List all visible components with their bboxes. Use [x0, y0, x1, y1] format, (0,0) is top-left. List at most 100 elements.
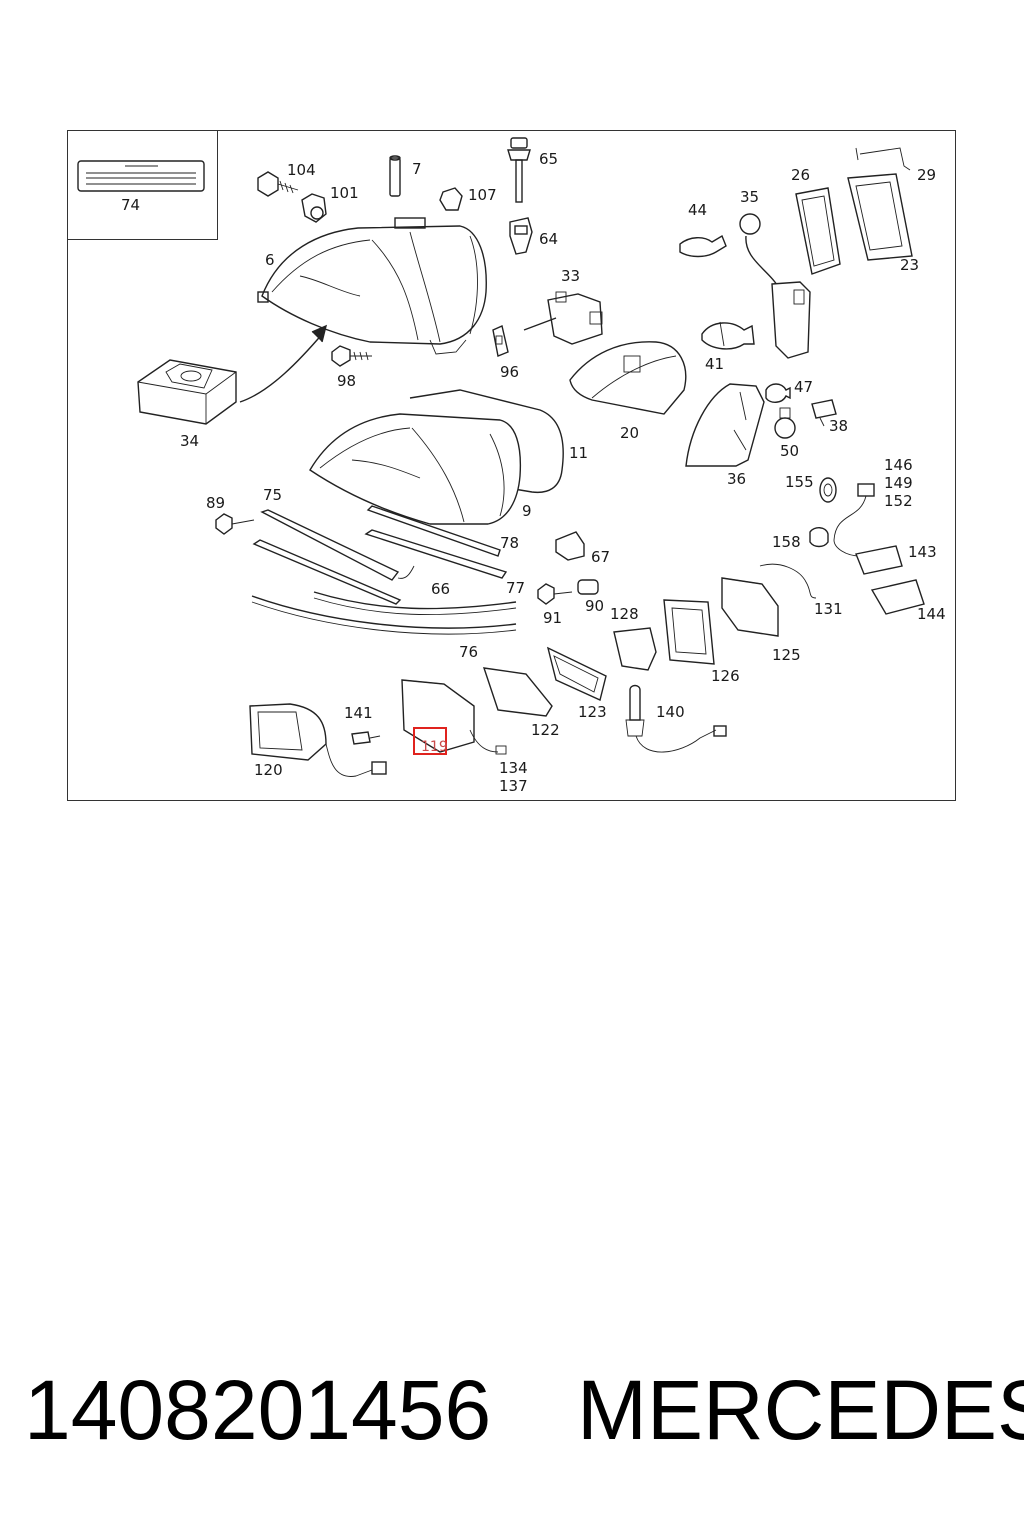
- callout-141: 141: [344, 704, 373, 722]
- callout-98: 98: [337, 372, 357, 390]
- part-23-housing: [847, 173, 913, 261]
- part-90-clip: [577, 579, 599, 595]
- callout-33: 33: [561, 267, 581, 285]
- callout-158: 158: [772, 533, 801, 551]
- callout-89: 89: [206, 494, 226, 512]
- part-140-bulb: [625, 684, 727, 753]
- callout-143: 143: [908, 543, 937, 561]
- part-125-fog-housing: [721, 577, 779, 637]
- part-120-fog-lamp: [249, 703, 387, 777]
- callout-120: 120: [254, 761, 283, 779]
- part-65-bolt: [507, 137, 531, 203]
- part-146-socket: [833, 483, 875, 557]
- callout-23: 23: [900, 256, 920, 274]
- part-126-frame: [663, 599, 715, 665]
- callout-36: 36: [727, 470, 747, 488]
- part-123-gasket: [546, 646, 607, 701]
- part-34-control-unit: [137, 359, 237, 425]
- inset-label-box: [67, 130, 218, 240]
- callout-44: 44: [688, 201, 708, 219]
- callout-20: 20: [620, 424, 640, 442]
- part-131-wire: [759, 563, 817, 599]
- part-64-spacer: [509, 217, 533, 255]
- part-128-cover: [613, 627, 657, 671]
- part-44-bulb: [679, 234, 727, 258]
- part-76-trim-strip: [251, 595, 517, 635]
- callout-9: 9: [522, 502, 532, 520]
- part-155-grommet: [819, 477, 837, 503]
- callout-152: 152: [884, 492, 913, 510]
- parts-diagram-frame: [67, 130, 956, 801]
- callout-149: 149: [884, 474, 913, 492]
- callout-26: 26: [791, 166, 811, 184]
- part-47-bulb: [765, 383, 791, 403]
- callout-38: 38: [829, 417, 849, 435]
- callout-146-149-152: 146 149 152: [884, 456, 913, 510]
- arrow-34-to-6: [239, 324, 328, 403]
- part-26-gasket: [795, 187, 841, 275]
- callout-29: 29: [917, 166, 937, 184]
- callout-11: 11: [569, 444, 589, 462]
- callout-6: 6: [265, 251, 275, 269]
- callout-67: 67: [591, 548, 611, 566]
- callout-131: 131: [814, 600, 843, 618]
- part-158-bulb: [809, 527, 829, 548]
- callout-126: 126: [711, 667, 740, 685]
- callout-137: 137: [499, 777, 528, 795]
- part-104-screw: [257, 171, 299, 197]
- part-75-trim-strip: [252, 509, 415, 605]
- callout-155: 155: [785, 473, 814, 491]
- callout-144: 144: [917, 605, 946, 623]
- part-107-clip: [439, 187, 463, 211]
- callout-34: 34: [180, 432, 200, 450]
- part-67-bracket: [555, 531, 585, 561]
- part-20-reflector: [569, 341, 687, 415]
- callout-77: 77: [506, 579, 526, 597]
- callout-74: 74: [121, 196, 141, 214]
- part-74-label-plate: [77, 160, 205, 192]
- callout-91: 91: [543, 609, 563, 627]
- part-50-bulb: [774, 407, 796, 439]
- part-41-bulb: [701, 321, 755, 350]
- callout-101: 101: [330, 184, 359, 202]
- callout-78: 78: [500, 534, 520, 552]
- part-101-nut: [301, 193, 327, 223]
- callout-7: 7: [412, 160, 422, 178]
- part-122-lens: [482, 667, 553, 717]
- part-9-lens: [309, 413, 522, 525]
- callout-128: 128: [610, 605, 639, 623]
- callout-64: 64: [539, 230, 559, 248]
- part-66-trim-strip: [313, 591, 517, 616]
- callout-90: 90: [585, 597, 605, 615]
- callout-140: 140: [656, 703, 685, 721]
- callout-134: 134: [499, 759, 528, 777]
- callout-96: 96: [500, 363, 520, 381]
- highlighted-part-box[interactable]: 119: [413, 727, 448, 755]
- part-number: 1408201456: [24, 1363, 492, 1457]
- callout-107: 107: [468, 186, 497, 204]
- callout-125: 125: [772, 646, 801, 664]
- part-33-adjuster: [523, 291, 603, 345]
- part-98-screw: [331, 345, 372, 367]
- brand-name: MERCEDES: [577, 1363, 1024, 1457]
- callout-41: 41: [705, 355, 725, 373]
- part-141-bulb: [351, 731, 381, 745]
- callout-65: 65: [539, 150, 559, 168]
- callout-50: 50: [780, 442, 800, 460]
- part-96-bracket: [492, 325, 509, 357]
- callout-66: 66: [431, 580, 451, 598]
- part-7-pin: [389, 155, 401, 197]
- callout-134-137: 134 137: [499, 759, 528, 795]
- callout-119: 119: [421, 739, 448, 755]
- part-29-strip: [855, 147, 911, 171]
- part-143-side-marker: [855, 545, 903, 575]
- product-footer: 1408201456 MERCEDES: [20, 1363, 1024, 1478]
- part-78-trim-strip: [364, 505, 508, 579]
- callout-146: 146: [884, 456, 913, 474]
- callout-35: 35: [740, 188, 760, 206]
- callout-47: 47: [794, 378, 814, 396]
- part-91-screw: [537, 583, 573, 605]
- callout-104: 104: [287, 161, 316, 179]
- part-36-corner-lamp: [685, 383, 765, 467]
